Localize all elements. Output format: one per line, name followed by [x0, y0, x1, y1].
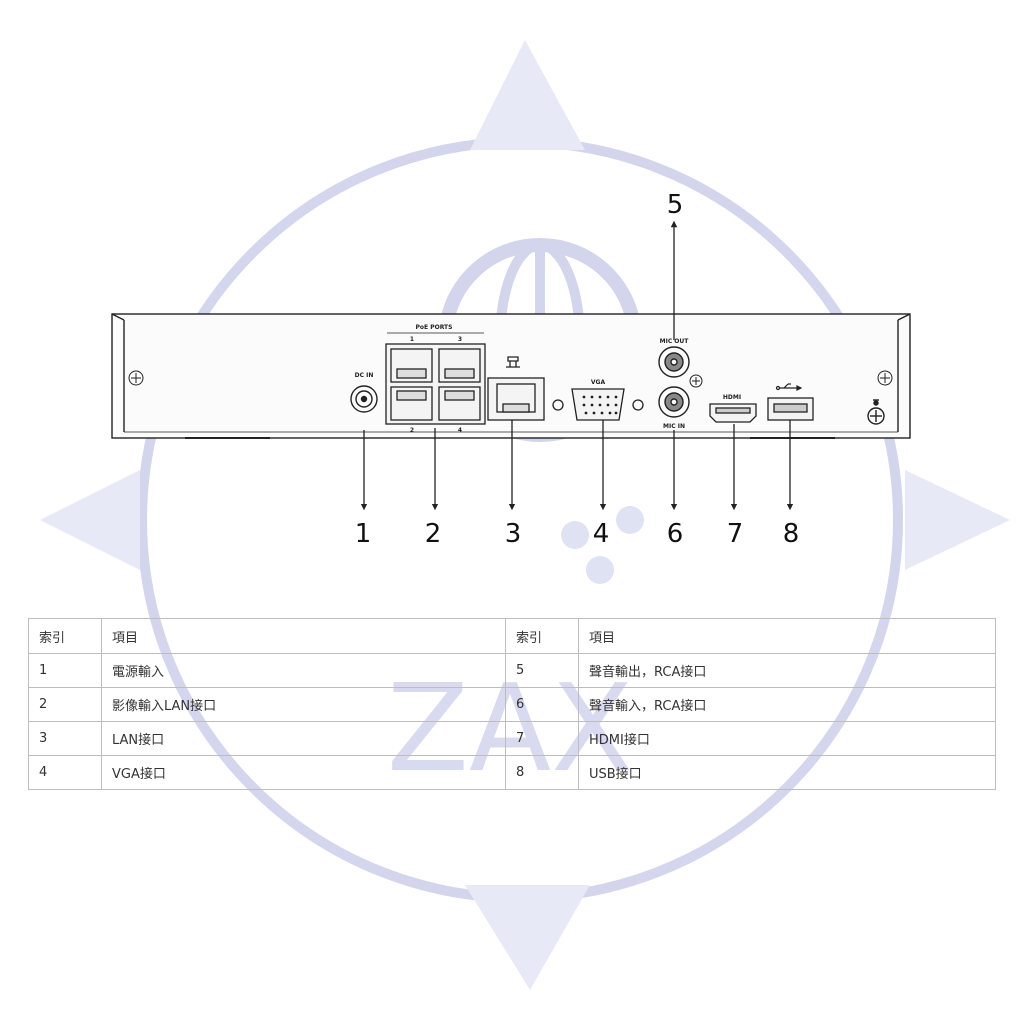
watermark: [40, 40, 1010, 990]
row-left-index: 1: [28, 653, 102, 688]
poe-port-1-icon: [390, 348, 433, 383]
row-right-index: 7: [505, 721, 579, 756]
callout-1: 1: [355, 519, 372, 549]
header-index-right: 索引: [505, 618, 579, 654]
callout-8: 8: [783, 519, 800, 549]
callout-6: 6: [667, 519, 684, 549]
vga-port-icon: [552, 388, 644, 421]
header-index-left: 索引: [28, 618, 102, 654]
poe-port-4-label: 4: [458, 427, 462, 434]
audio-screw-icon: [689, 374, 703, 388]
dc-in-label: DC IN: [355, 372, 374, 379]
mic-in-rca-icon: [658, 386, 690, 418]
port-legend-table: 索引 項目 索引 項目 1 電源輸入 5 聲音輸出，RCA接口 2 影像輸入LA…: [28, 618, 996, 790]
poe-port-3-label: 3: [458, 336, 462, 343]
callout-5: 5: [667, 190, 684, 220]
usb-symbol-icon: [775, 383, 803, 391]
table-header-row: 索引 項目 索引 項目: [28, 618, 996, 654]
hdmi-port-icon: [709, 403, 757, 423]
row-left-item: VGA接口: [101, 755, 506, 790]
row-right-item: 聲音輸入，RCA接口: [578, 687, 996, 722]
row-left-item: 影像輸入LAN接口: [101, 687, 506, 722]
poe-port-2-label: 2: [410, 427, 414, 434]
mount-screw-right-icon: [877, 370, 893, 386]
mic-out-rca-icon: [658, 346, 690, 378]
table-row: 2 影像輸入LAN接口 6 聲音輸入，RCA接口: [28, 687, 996, 722]
table-row: 4 VGA接口 8 USB接口: [28, 755, 996, 790]
header-item-right: 項目: [578, 618, 996, 654]
header-item-left: 項目: [101, 618, 506, 654]
poe-port-1-label: 1: [410, 336, 414, 343]
ground-terminal-icon: [867, 399, 885, 425]
poe-port-4-icon: [438, 386, 481, 421]
poe-port-2-icon: [390, 386, 433, 421]
lan-port-icon: [487, 356, 545, 421]
mic-out-label: MIC OUT: [660, 338, 690, 345]
row-right-item: 聲音輸出，RCA接口: [578, 653, 996, 688]
poe-ports-label: PoE PORTS: [416, 324, 453, 331]
row-right-index: 5: [505, 653, 579, 688]
hdmi-label: HDMI: [723, 394, 741, 401]
row-right-item: USB接口: [578, 755, 996, 790]
callout-2: 2: [425, 519, 442, 549]
callout-7: 7: [727, 519, 744, 549]
row-left-index: 3: [28, 721, 102, 756]
row-left-index: 2: [28, 687, 102, 722]
mic-in-label: MIC IN: [663, 423, 685, 430]
poe-port-3-icon: [438, 348, 481, 383]
row-left-item: LAN接口: [101, 721, 506, 756]
table-row: 1 電源輸入 5 聲音輸出，RCA接口: [28, 653, 996, 688]
callout-4: 4: [593, 519, 610, 549]
usb-port-icon: [767, 397, 814, 421]
poe-ports-block: [385, 343, 486, 425]
row-left-item: 電源輸入: [101, 653, 506, 688]
callout-3: 3: [505, 519, 522, 549]
row-right-item: HDMI接口: [578, 721, 996, 756]
row-right-index: 6: [505, 687, 579, 722]
row-left-index: 4: [28, 755, 102, 790]
mount-screw-left-icon: [128, 370, 144, 386]
dc-power-jack-icon: [350, 385, 378, 413]
vga-label: VGA: [591, 379, 606, 386]
table-row: 3 LAN接口 7 HDMI接口: [28, 721, 996, 756]
row-right-index: 8: [505, 755, 579, 790]
callout-lines: [360, 220, 794, 511]
